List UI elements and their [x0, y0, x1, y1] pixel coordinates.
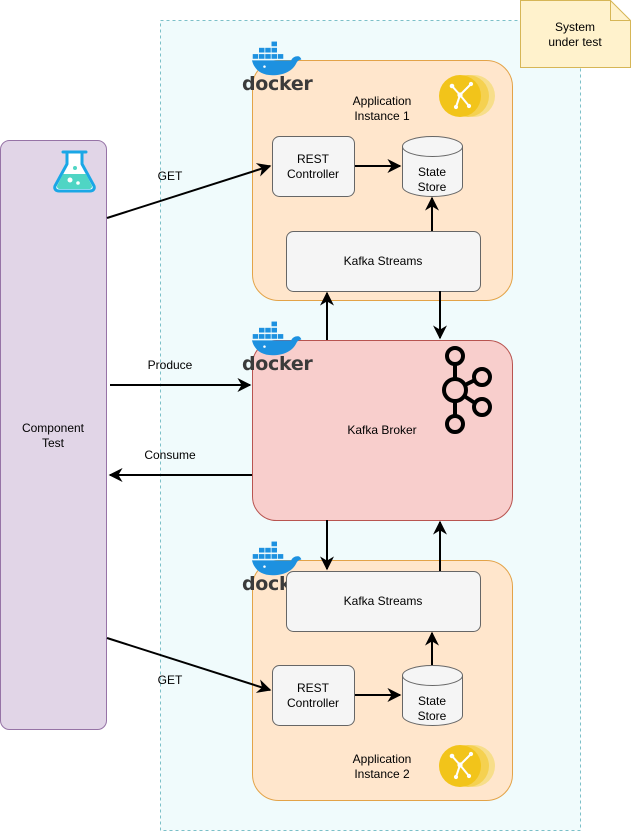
label-get-top: GET	[158, 169, 183, 183]
instance1-title-line1: Application	[353, 94, 412, 108]
component-test-box: Component Test	[0, 140, 107, 730]
connectors	[106, 159, 447, 702]
system-under-test-note: System under test	[520, 0, 631, 68]
arrow-get-instance1	[106, 163, 272, 219]
note-line1: System	[555, 20, 595, 34]
instance1-store-line1: State	[418, 165, 446, 179]
component-test-line2: Test	[42, 436, 65, 450]
instance2-store-line2: Store	[418, 709, 447, 723]
label-consume: Consume	[144, 448, 196, 462]
kafka-broker-label: Kafka Broker	[347, 423, 416, 437]
label-produce: Produce	[148, 358, 193, 372]
instance2-kafka-streams-icon	[438, 744, 496, 788]
instance1-rest-line2: Controller	[287, 167, 339, 181]
component-test-line1: Component	[22, 421, 85, 435]
instance2-state-store: State Store	[402, 665, 463, 726]
instance1-store-line2: Store	[418, 180, 447, 194]
arrow-get-instance2	[106, 637, 272, 693]
test-flask-icon	[53, 150, 96, 193]
kafka-icon	[442, 346, 492, 434]
instance2-rest-controller: REST Controller	[272, 665, 355, 726]
instance2-title-line2: Instance 2	[354, 767, 410, 781]
instance1-kafka-streams: Kafka Streams	[286, 231, 481, 292]
instance1-rest-line1: REST	[297, 152, 330, 166]
instance1-title-line2: Instance 1	[354, 109, 410, 123]
instance2-rest-line1: REST	[297, 681, 330, 695]
broker-docker-icon: docker	[242, 321, 314, 375]
instance2-kafka-streams: Kafka Streams	[286, 571, 481, 632]
instance2-title-line1: Application	[353, 752, 412, 766]
instance2-store-line1: State	[418, 694, 446, 708]
instance1-rest-controller: REST Controller	[272, 136, 355, 197]
instance2-streams-label: Kafka Streams	[344, 594, 423, 608]
note-line2: under test	[548, 35, 602, 49]
instance1-kafka-streams-icon	[438, 74, 496, 118]
instance1-docker-label: docker	[242, 73, 313, 95]
instance2-rest-line2: Controller	[287, 696, 339, 710]
instance1-state-store: State Store	[402, 136, 463, 197]
instance1-streams-label: Kafka Streams	[344, 254, 423, 268]
instance1-docker-icon: docker	[242, 41, 314, 95]
label-get-bottom: GET	[158, 673, 183, 687]
broker-docker-label: docker	[242, 353, 313, 375]
